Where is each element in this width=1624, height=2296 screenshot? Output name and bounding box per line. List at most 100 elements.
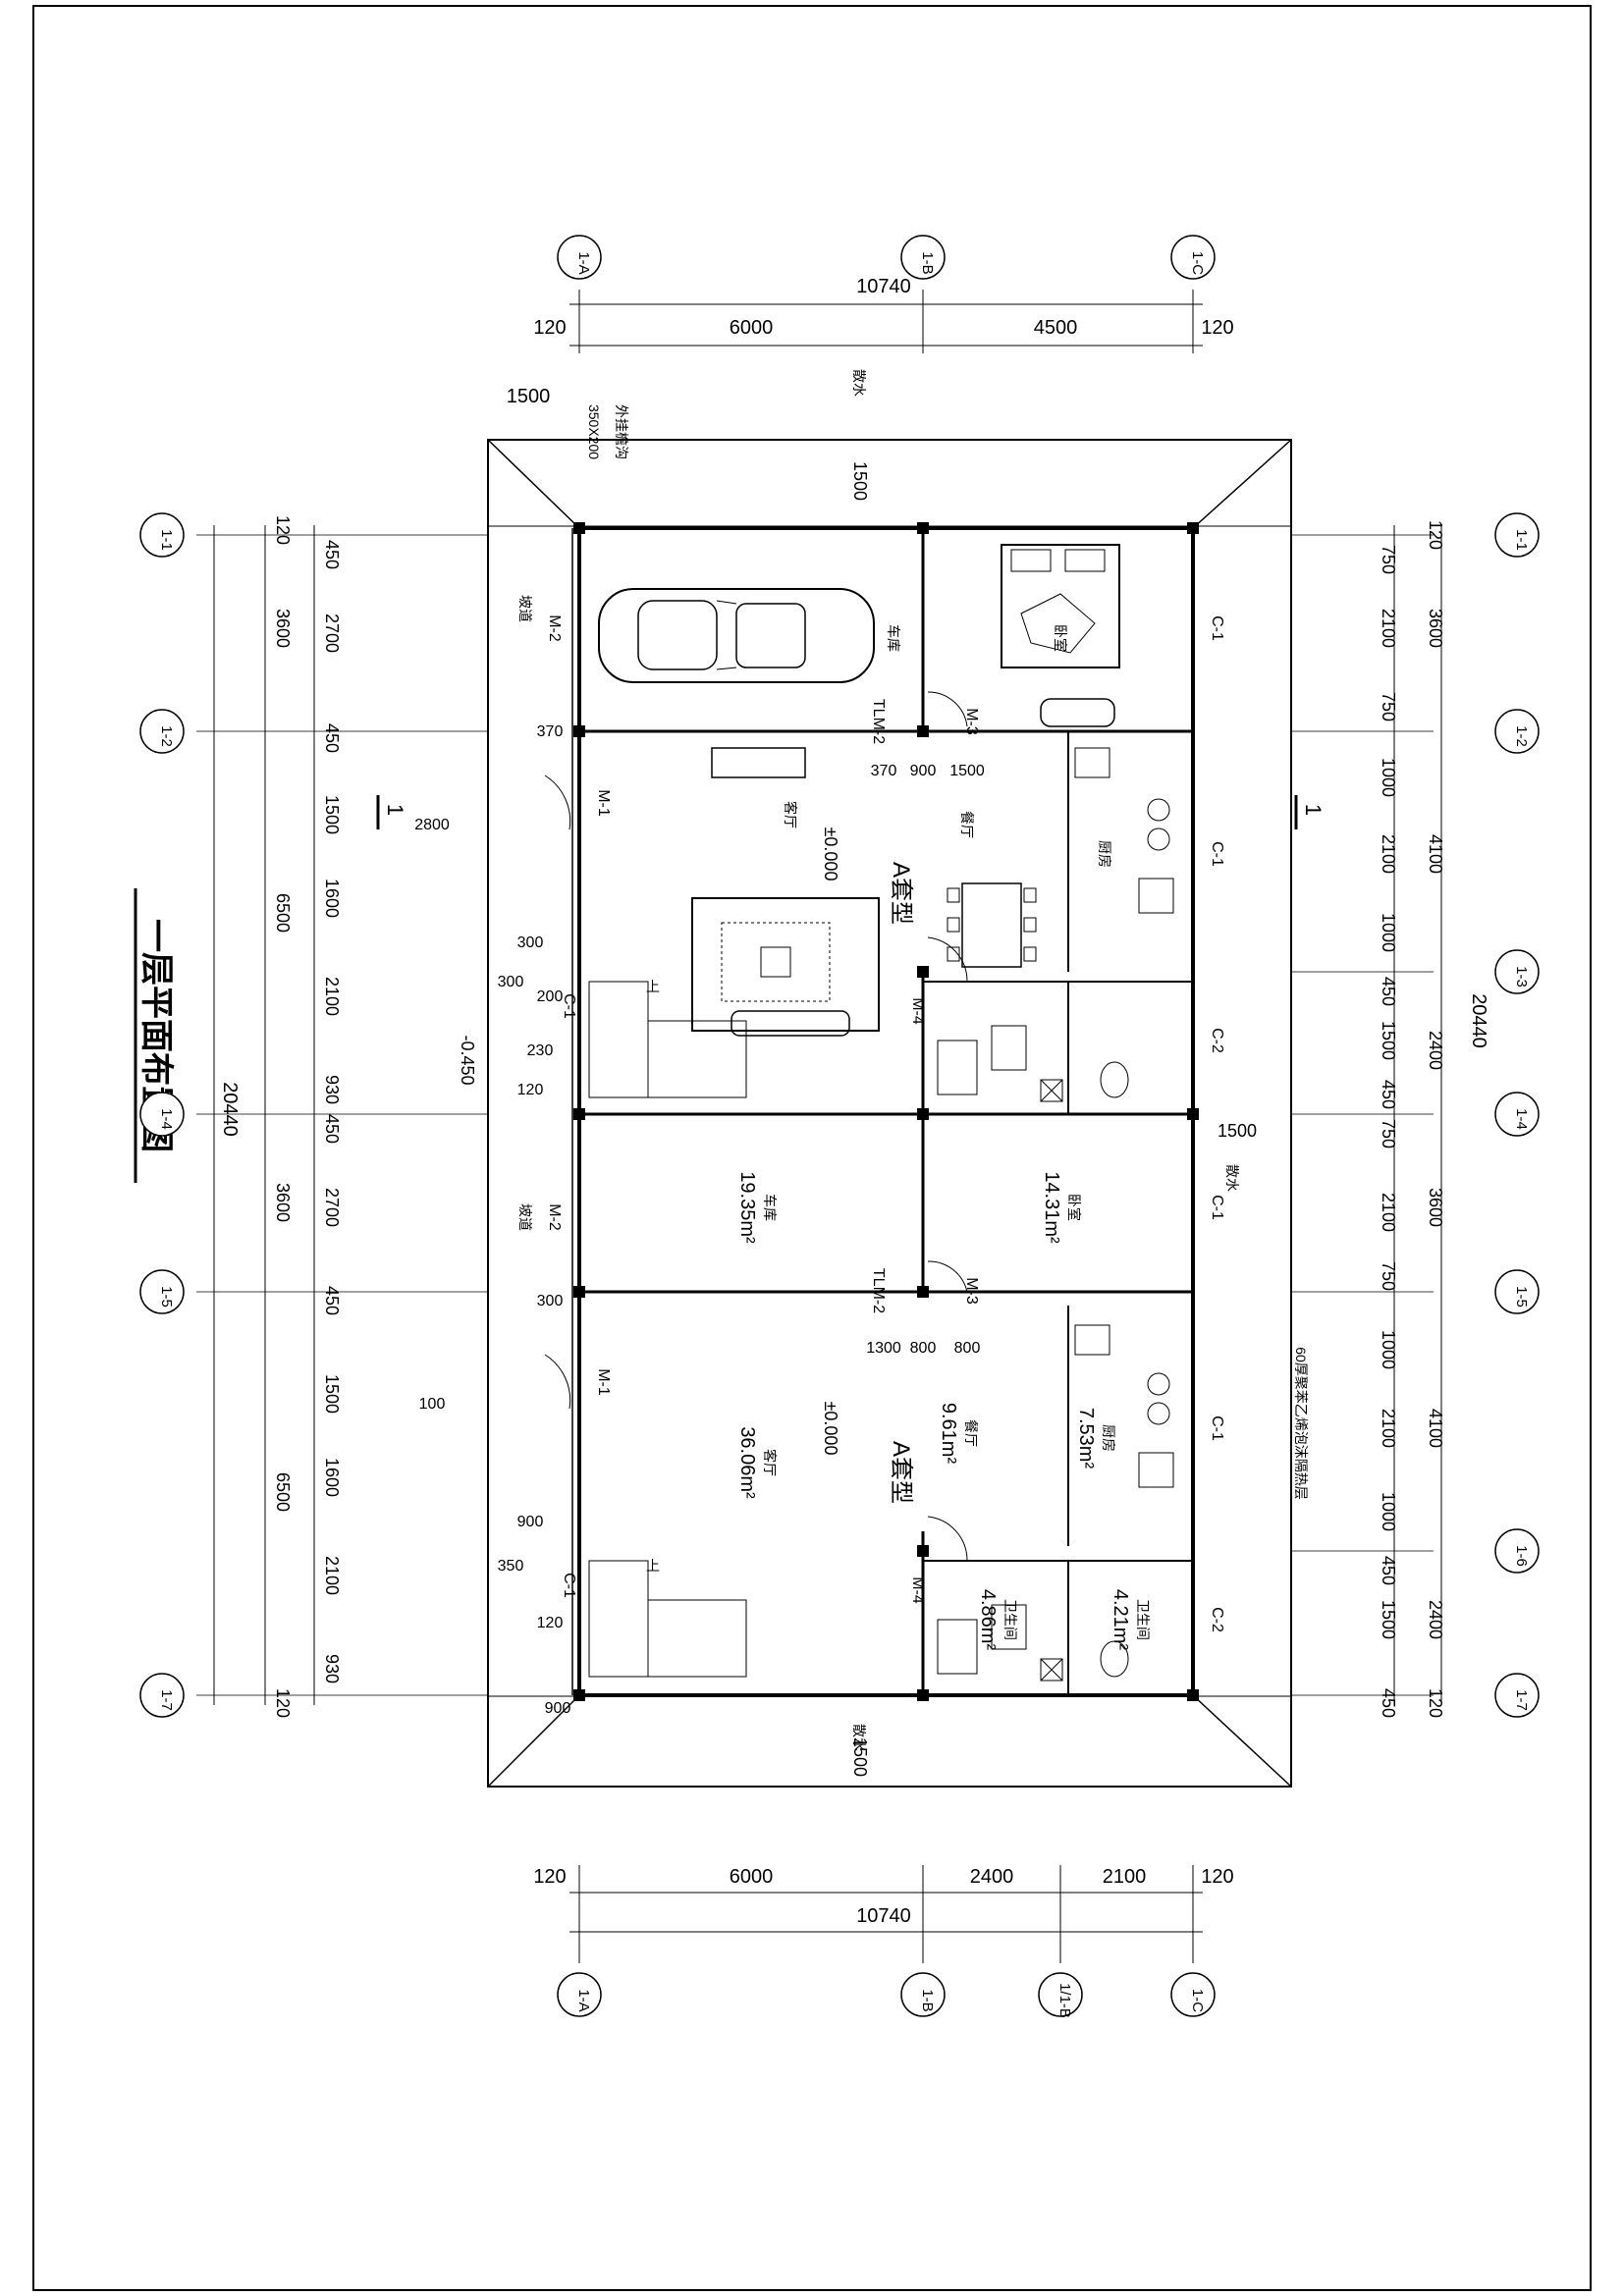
dim-right-inner: 1500 [1379, 1600, 1398, 1639]
door-window-tag: C-1 [1209, 615, 1225, 641]
axis-bubble-top [900, 235, 946, 280]
room-name-upper: 车库 [886, 624, 901, 652]
door-window-tag: C-1 [1209, 1195, 1225, 1220]
dim-right-mid: 4100 [1426, 1409, 1445, 1448]
dim-top-part: 4500 [1034, 317, 1078, 339]
axis-label-right: 1-7 [1513, 1689, 1530, 1711]
drawing-title: 一层平面布置图 [134, 888, 175, 1183]
dim-right-inner: 450 [1379, 1556, 1398, 1585]
dim-right-inner: 750 [1379, 1119, 1398, 1148]
slope-label-bottom: 散水 [851, 1724, 867, 1751]
elevation-lower: ±0.000 [821, 1402, 840, 1456]
door-window-tag: C-2 [1209, 1607, 1225, 1632]
dim-right-inner: 750 [1379, 545, 1398, 574]
axis-bubble-right [1494, 949, 1540, 994]
dim-left-inner: 1600 [322, 879, 342, 918]
dim-misc: 800 [954, 1340, 981, 1357]
dim-right-inner: 450 [1379, 977, 1398, 1006]
room-name-upper: 客厅 [783, 801, 798, 828]
axis-bubble-right [1494, 1673, 1540, 1718]
insulation-note: 60厚聚苯乙烯泡沫隔热层 [1293, 1347, 1309, 1500]
tv-cabinet-bedroom [1040, 698, 1115, 727]
dining-table-symbol [947, 882, 1037, 968]
dim-left-mid: 120 [273, 515, 293, 545]
dim-right-inner: 1000 [1379, 758, 1398, 797]
room-name-upper: 卧室 [1053, 624, 1068, 652]
door-swings [544, 691, 968, 1562]
dim-left-inner: 450 [322, 723, 342, 753]
axis-bubble-right [1494, 1092, 1540, 1137]
axis-label-left: 1-1 [158, 529, 175, 551]
dim-left-inner: 930 [322, 1654, 342, 1683]
door-window-tag: C-1 [1209, 841, 1225, 867]
axis-label-right: 1-1 [1513, 529, 1530, 551]
door-window-tag: C-2 [1209, 1028, 1225, 1053]
room-area: 4.21m² [1110, 1589, 1131, 1651]
dim-left-inner: 450 [322, 1114, 342, 1144]
dim-left-inner: 2700 [322, 1188, 342, 1227]
dim-bottom-total: 10740 [856, 1905, 911, 1927]
axis-label-right: 1-5 [1513, 1286, 1530, 1308]
type-a-label-upper: A套型 [888, 862, 914, 925]
dim-right-inner: 750 [1379, 692, 1398, 721]
room-area: 14.31m² [1041, 1171, 1062, 1244]
sofa-set-symbol [691, 897, 880, 1037]
kitchen-fixtures [1074, 747, 1174, 1488]
door-window-tag: M-4 [909, 997, 926, 1025]
stairs-up-upper: 上 [646, 979, 660, 994]
stairs-up-lower: 上 [646, 1558, 660, 1574]
section-mark-right: 1 [1301, 804, 1326, 816]
axis-bubble-right [1494, 1528, 1540, 1574]
dim-top-total: 10740 [856, 276, 911, 297]
door-window-tag: TLM-2 [870, 699, 887, 744]
room-name-upper: 餐厅 [959, 811, 975, 838]
dim-left-inner: 1500 [322, 1374, 342, 1414]
dim-overhang-right: 1500 [1218, 1121, 1257, 1141]
axis-bubble-top [557, 235, 602, 280]
axis-label-bottom: 1-C [1189, 1989, 1206, 2012]
columns [573, 522, 1199, 1701]
door-window-tag: C-1 [1209, 1415, 1225, 1441]
room-area: 4.86m² [977, 1589, 999, 1651]
axis-label-bottom: 1-B [919, 1989, 936, 2011]
axis-bubble-left [139, 1269, 185, 1314]
door-window-tag: M-4 [909, 1576, 926, 1604]
door-window-tag: M-3 [963, 708, 980, 735]
axis-bubble-right [1494, 512, 1540, 558]
axis-label-bottom: 1-A [575, 1989, 592, 2011]
dim-misc: 370 [537, 723, 564, 740]
dim-left-mid: 120 [273, 1688, 293, 1718]
axis-label-top: 1-B [919, 251, 936, 274]
dim-right-inner: 2100 [1379, 834, 1398, 874]
axis-label-right: 1-6 [1513, 1545, 1530, 1567]
dim-left-inner: 1600 [322, 1458, 342, 1497]
dim-left-inner: 2100 [322, 977, 342, 1016]
dim-misc: 120 [517, 1082, 544, 1098]
dim-misc: 370 [871, 763, 897, 779]
dim-right-inner: 450 [1379, 1688, 1398, 1718]
axis-label-right: 1-4 [1513, 1108, 1530, 1130]
room-area: 9.61m² [938, 1403, 959, 1465]
dim-right-mid: 2400 [1426, 1031, 1445, 1070]
dim-right-mid: 120 [1426, 1688, 1445, 1718]
dim-bottom-part: 120 [1201, 1866, 1233, 1888]
dim-misc: 230 [527, 1042, 554, 1059]
bathroom-fixtures [937, 1025, 1129, 1682]
dim-misc: 100 [419, 1396, 446, 1413]
dim-right-inner: 1500 [1379, 1021, 1398, 1060]
dim-left-mid: 6500 [273, 1472, 293, 1512]
axis-label-bottom: 1/1-B [1056, 1983, 1073, 2018]
dim-bottom-part: 6000 [730, 1866, 774, 1888]
ramp-label-upper: 坡道 [517, 595, 533, 622]
dim-bottom-part: 2400 [970, 1866, 1014, 1888]
dim-right-total: 20440 [1468, 993, 1489, 1048]
dim-misc: 900 [517, 1514, 544, 1530]
elevation-upper: ±0.000 [821, 828, 840, 881]
dim-overhang-bottom: 1500 [850, 1737, 870, 1777]
dim-left-inner: 1500 [322, 795, 342, 834]
room-name: 卫生间 [1135, 1599, 1151, 1640]
bed-symbol [1001, 544, 1120, 668]
dim-misc: 300 [498, 974, 524, 990]
